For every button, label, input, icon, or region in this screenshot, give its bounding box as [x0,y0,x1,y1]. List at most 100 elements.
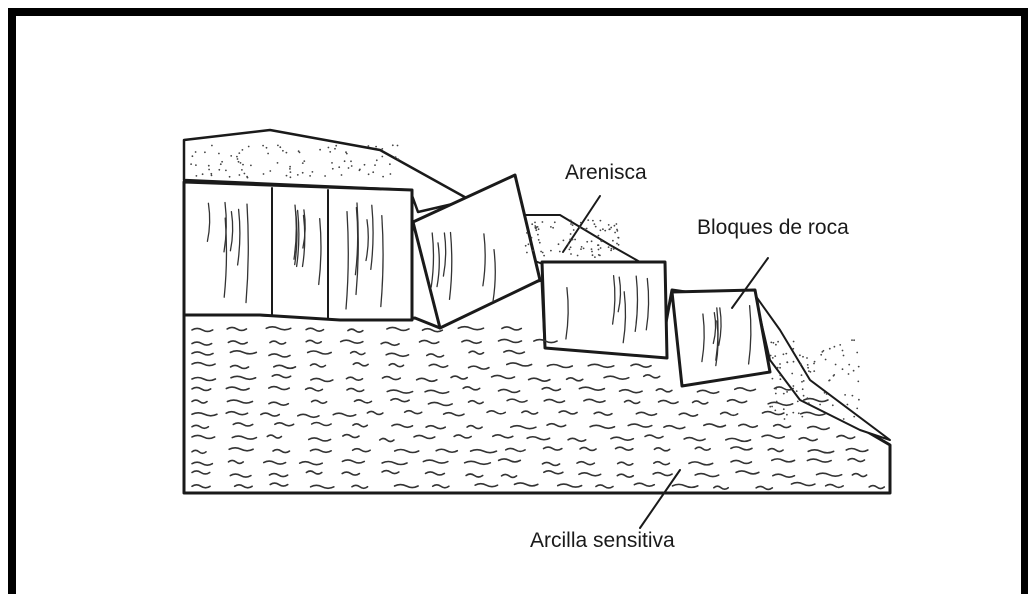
sandstone-dot [331,162,333,164]
sandstone-dot [600,220,602,222]
sandstone-dot [319,149,321,151]
sandstone-dot [312,171,314,173]
sandstone-dot [324,175,326,177]
sandstone-dot [852,395,854,397]
sandstone-dot [550,226,552,228]
sandstone-dot [239,174,241,176]
sandstone-dot [829,348,831,350]
sandstone-dot [570,246,572,248]
sandstone-dot [819,404,821,406]
sandstone-dot [806,357,808,359]
sandstone-dot [856,352,858,354]
sandstone-dot [202,173,204,175]
sandstone-dot [528,243,530,245]
sandstone-dot [397,145,399,147]
sandstone-dot [807,367,809,369]
sandstone-dot [392,144,394,146]
sandstone-dot [796,390,798,392]
sandstone-dot [803,380,805,382]
sandstone-dot [559,251,561,253]
sandstone-dot [844,394,846,396]
sandstone-dot [196,175,198,177]
sandstone-dot [250,165,252,167]
sandstone-dot [286,152,288,154]
sandstone-dot [525,245,527,247]
sandstone-dot [208,165,210,167]
sandstone-dot [594,256,596,258]
sandstone-dot [783,353,785,355]
sandstone-dot [266,147,268,149]
sandstone-dot [332,168,334,170]
sandstone-dot [397,158,399,160]
sandstone-dot [829,379,831,381]
sandstone-dot [350,160,352,162]
sandstone-dot [807,364,809,366]
label-sandstone: Arenisca [565,162,647,183]
sandstone-dot [608,224,610,226]
sandstone-dot [538,228,540,230]
sandstone-dot [577,255,579,257]
sandstone-dot [853,339,855,341]
sandstone-dot [801,374,803,376]
sandstone-dot [814,361,816,363]
sandstone-dot [810,371,812,373]
sandstone-dot [309,175,311,177]
sandstone-dot [598,235,600,237]
sandstone-dot [600,229,602,231]
sandstone-dot [570,220,572,222]
sandstone-dot [359,169,361,171]
sandstone-dot [218,153,220,155]
sandstone-dot [241,169,243,171]
sandstone-dot [808,402,810,404]
sandstone-dot [263,173,265,175]
sandstone-dot [563,240,565,242]
sandstone-dot [390,173,392,175]
sandstone-dot [247,177,249,179]
sandstone-dot [558,243,560,245]
sandstone-dot [853,370,855,372]
sandstone-dot [834,346,836,348]
sandstone-dot [785,353,787,355]
sandstone-dot [591,248,593,250]
sandstone-dot [569,249,571,251]
sandstone-dot [798,412,800,414]
sandstone-dot [526,252,528,254]
sandstone-dot [539,242,541,244]
sandstone-dot [833,374,835,376]
sandstone-dot [604,230,606,232]
sandstone-dot [328,147,330,149]
sandstone-dot [843,418,845,420]
sandstone-dot [821,351,823,353]
sandstone-dot [572,239,574,241]
sandstone-dot [550,250,552,252]
sandstone-dot [190,163,192,165]
sandstone-dot [381,156,383,158]
sandstone-dot [248,146,250,148]
sandstone-dot [335,145,337,147]
sandstone-dot [552,227,554,229]
sandstone-dot [802,356,804,358]
sandstone-dot [848,373,850,375]
sandstone-dot [824,392,826,394]
sandstone-dot [784,418,786,420]
sandstone-dot [543,255,545,257]
sandstone-dot [595,226,597,228]
sandstone-dot [526,232,528,234]
sandstone-dot [242,164,244,166]
sandstone-dot [531,237,533,239]
sandstone-dot [208,169,210,171]
sandstone-dot [554,221,556,223]
label-sensitive-clay: Arcilla sensitiva [530,530,675,551]
sandstone-dot [611,248,613,250]
sandstone-dot [395,156,397,158]
sandstone-dot [780,378,782,380]
sandstone-dot [594,223,596,225]
sandstone-dot [289,168,291,170]
sandstone-dot [618,244,620,246]
sandstone-dot [835,364,837,366]
sandstone-dot [341,174,343,176]
sandstone-dot [534,222,536,224]
sandstone-dot [799,354,801,356]
sandstone-dot [820,354,822,356]
sandstone-dot [289,166,291,168]
